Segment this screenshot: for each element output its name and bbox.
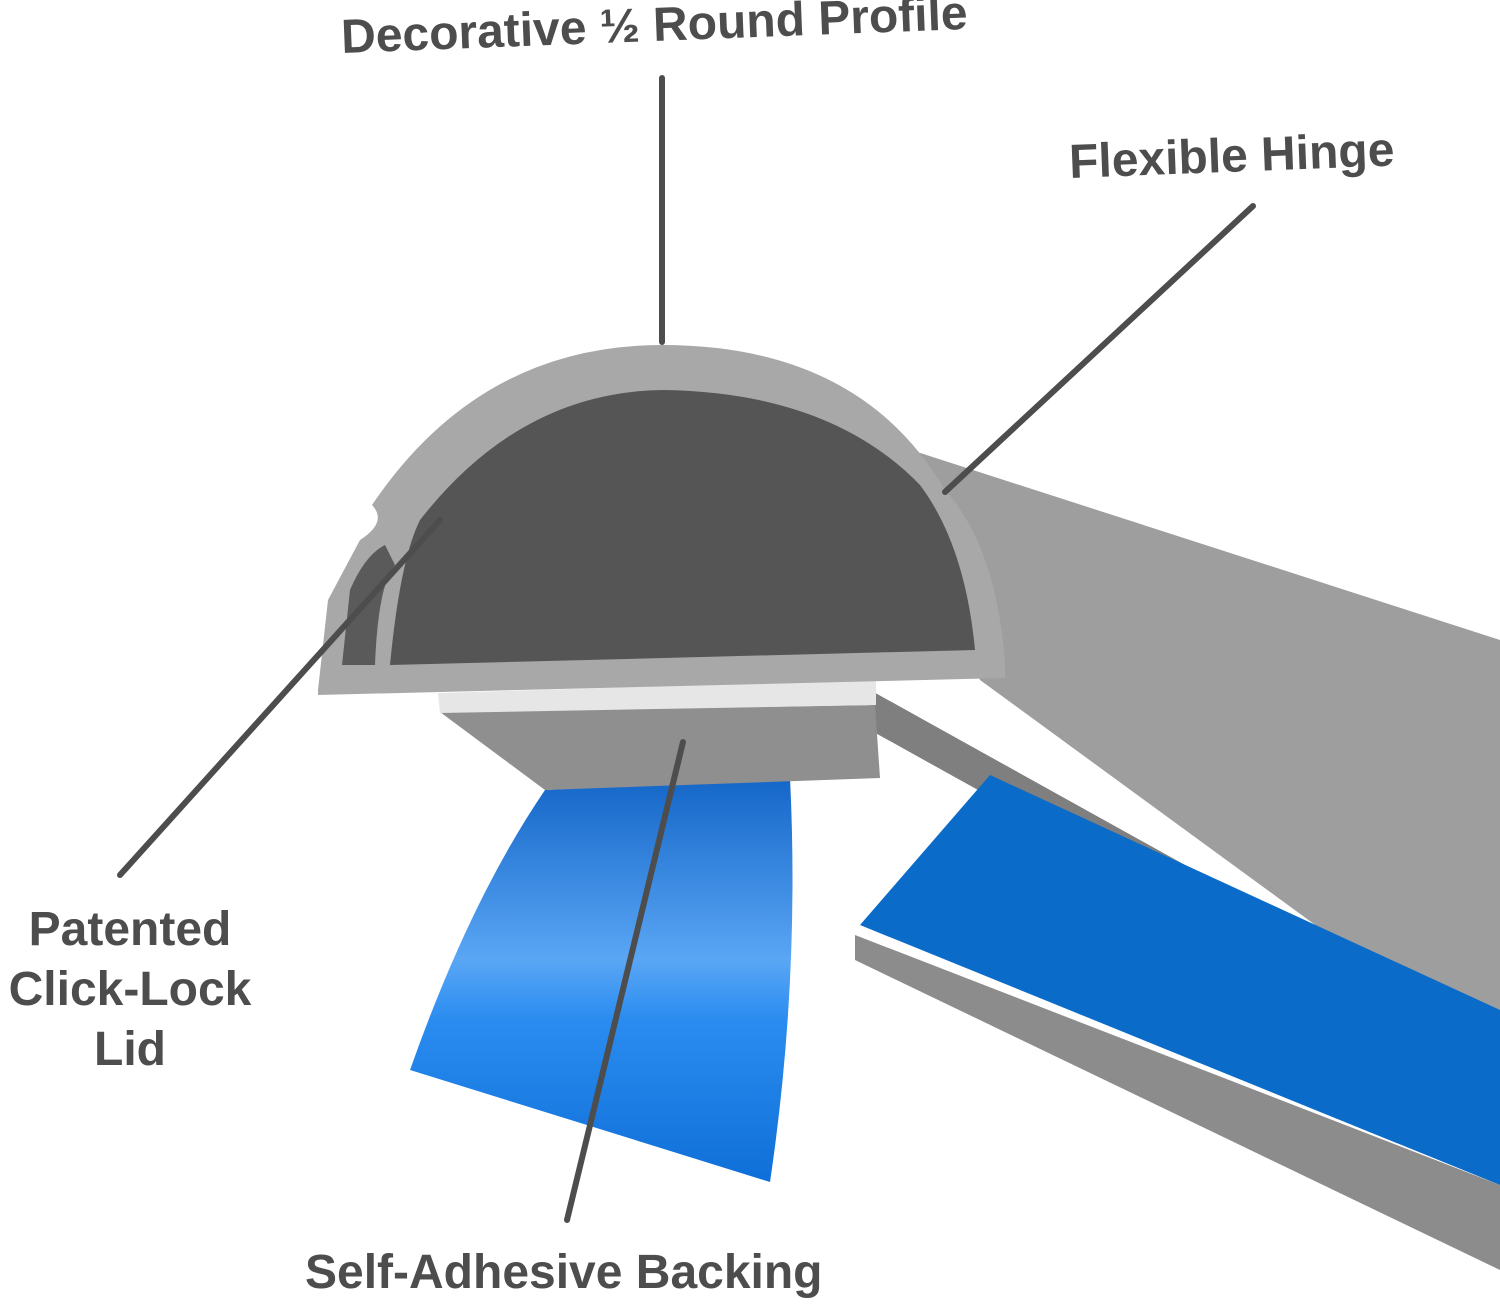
label-flexible-hinge: Flexible Hinge — [1068, 123, 1396, 189]
leader-line-hinge — [942, 203, 1256, 495]
rail-bottom-strip — [855, 935, 1500, 1270]
label-click-lock-line2: Click-Lock — [8, 963, 252, 1016]
rail-tape — [860, 775, 1500, 1185]
adhesive-tape-curl — [410, 778, 793, 1182]
rail-top-surface — [880, 440, 1500, 1060]
base-underside — [440, 705, 880, 790]
label-click-lock-line1: Patented — [28, 903, 232, 956]
label-click-lock-line3: Lid — [94, 1023, 166, 1076]
leader-line-backing — [564, 739, 686, 1223]
profile-interior — [390, 390, 975, 665]
label-click-lock-lid: Patented Click-Lock Lid — [0, 900, 260, 1080]
leader-lines — [117, 75, 1256, 1223]
label-self-adhesive-backing: Self-Adhesive Backing — [305, 1246, 823, 1299]
adhesive-strip-edge — [438, 680, 876, 713]
leader-line-lock — [117, 517, 443, 878]
lid-gap — [342, 545, 395, 665]
